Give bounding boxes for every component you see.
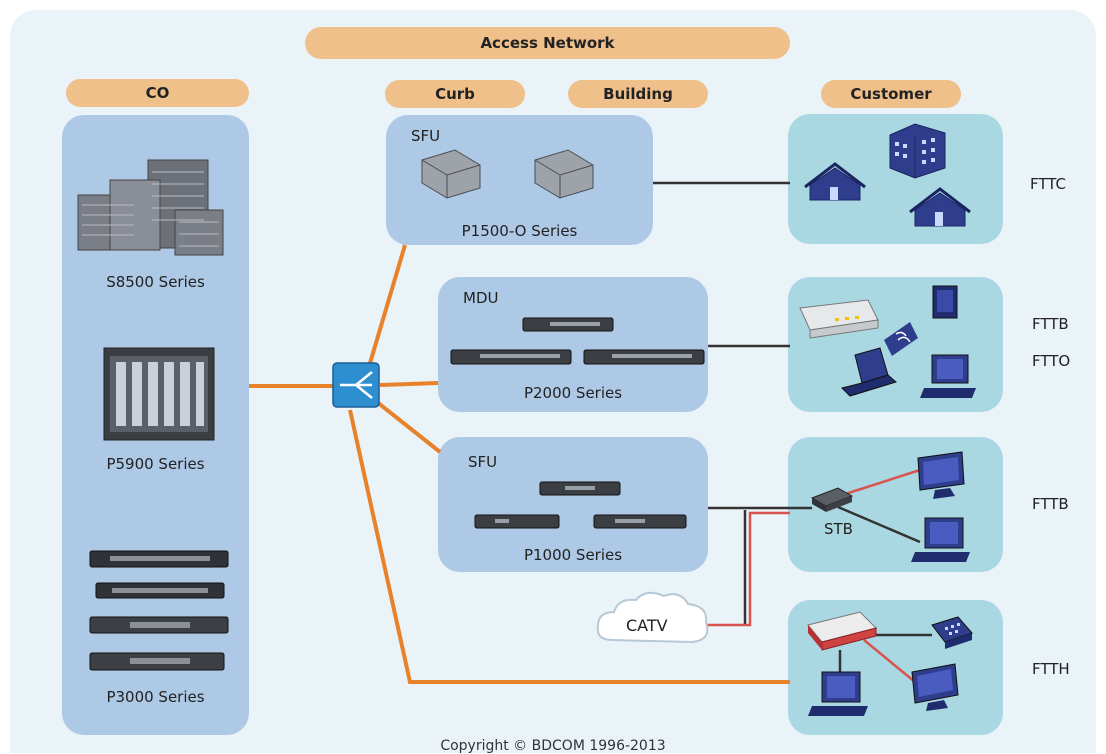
phone-icon — [931, 616, 973, 649]
s8500-chassis-icon — [77, 159, 224, 256]
p1000-device-icon — [474, 481, 687, 529]
coax-router-to-monitor — [863, 639, 916, 683]
fttb-label-2: FTTB — [1032, 495, 1069, 513]
copper-lines — [653, 181, 932, 690]
fttb-label-1: FTTB — [1032, 315, 1069, 333]
onu-type-label-p2000: MDU — [463, 289, 499, 307]
ftto-label: FTTO — [1032, 352, 1071, 370]
stb-label: STB — [824, 520, 853, 538]
p3000-label: P3000 Series — [106, 688, 205, 706]
router-icon — [807, 611, 877, 651]
fttc-label: FTTC — [1030, 175, 1067, 193]
router-icon — [799, 299, 879, 339]
house-icon — [909, 187, 971, 227]
onu-type-label-p1500: SFU — [411, 127, 441, 145]
copper-stb-to-desktop — [837, 505, 921, 544]
coax-lines — [706, 468, 921, 683]
onu-series-label-p1500: P1500-O Series — [461, 222, 578, 240]
monitor-icon — [917, 451, 965, 499]
wifi-icon — [884, 322, 918, 356]
stb-icon — [810, 487, 854, 512]
co-header: CO — [66, 79, 249, 107]
building-header: Building — [568, 80, 708, 108]
onu-series-label-p2000: P2000 Series — [523, 384, 623, 402]
onu-panel-p2000 — [438, 277, 708, 412]
p5900-chassis-icon — [103, 347, 215, 441]
p3000-devices-icon — [89, 550, 229, 671]
desktop-icon — [920, 354, 976, 398]
house-icon — [804, 162, 866, 201]
customer-header: Customer — [821, 80, 961, 108]
p1500-device-icon — [421, 149, 594, 199]
catv-label: CATV — [626, 616, 668, 635]
coax-catv-to-stb — [706, 511, 790, 627]
copyright-text: Copyright © BDCOM 1996-2013 — [440, 738, 666, 754]
onu-type-label-p1000: SFU — [468, 453, 498, 471]
p2000-device-icon — [450, 317, 705, 365]
cloud-icon — [596, 591, 709, 644]
building-icon — [889, 123, 946, 179]
desktop-icon — [808, 671, 868, 716]
s8500-label: S8500 Series — [106, 273, 205, 291]
p5900-label: P5900 Series — [106, 455, 205, 473]
coax-stb-to-tv — [835, 468, 921, 499]
fiber-to-ftth — [348, 409, 790, 684]
fiber-to-p2000 — [379, 381, 439, 387]
laptop-icon — [841, 347, 898, 397]
monitor-icon — [911, 663, 959, 711]
desktop-icon — [911, 517, 970, 562]
monitor-icon — [932, 285, 958, 319]
fiber-to-p1000 — [370, 396, 442, 454]
access-network-header: Access Network — [305, 27, 790, 59]
ftth-label: FTTH — [1032, 660, 1070, 678]
onu-series-label-p1000: P1000 Series — [523, 546, 623, 564]
fiber-lines — [249, 244, 790, 684]
onu-panel-p1000 — [438, 437, 708, 572]
splitter-icon — [332, 362, 380, 408]
curb-header: Curb — [385, 80, 525, 108]
fiber-to-p1500 — [366, 244, 407, 371]
